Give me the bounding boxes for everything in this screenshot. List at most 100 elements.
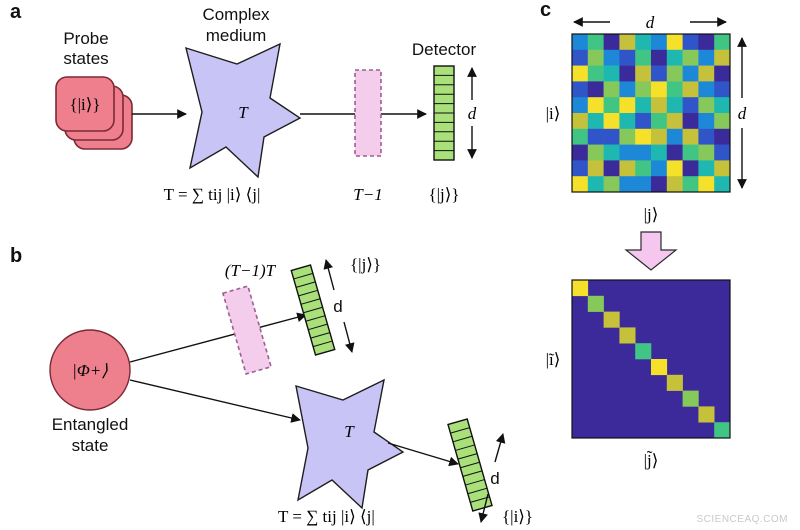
matrix-cell — [587, 34, 604, 51]
inverse-label-a: T−1 — [353, 185, 382, 204]
matrix-cell — [666, 144, 683, 161]
matrix-cell — [682, 113, 699, 130]
matrix-cell — [714, 144, 731, 161]
matrix-cell — [619, 160, 636, 177]
matrix-cell — [603, 65, 620, 82]
medium-symbol-b: T — [344, 422, 355, 441]
matrix-cell — [572, 128, 589, 145]
matrix-cell — [603, 97, 620, 114]
entangled-label-line2: state — [72, 436, 109, 455]
matrix-cell — [714, 113, 731, 130]
output-state-b-upper: {|j⟩} — [350, 255, 381, 274]
medium-label-line2: medium — [206, 26, 266, 45]
matrix-cell — [698, 128, 715, 145]
matrix-cell — [651, 97, 668, 114]
dimension-label-b-lower: d — [490, 469, 499, 488]
matrix-cell — [682, 160, 699, 177]
matrix-cell — [635, 97, 652, 114]
matrix-cell — [572, 65, 589, 82]
panel-a-label: a — [10, 1, 22, 23]
matrix-cell — [651, 160, 668, 177]
matrix-cell — [698, 160, 715, 177]
diagonal-cell — [651, 359, 668, 376]
complex-medium-shape-b — [295, 378, 405, 510]
matrix-cell — [635, 34, 652, 51]
entangled-label-line1: Entangled — [52, 415, 129, 434]
matrix-cell — [651, 65, 668, 82]
matrix-cell — [572, 176, 589, 193]
matrix-cell — [635, 176, 652, 193]
matrix-cell — [666, 97, 683, 114]
matrix-cell — [603, 113, 620, 130]
matrix-cell — [587, 49, 604, 66]
matrix-cell — [651, 128, 668, 145]
matrix-cell — [587, 97, 604, 114]
panel-b-label: b — [10, 245, 22, 267]
dimension-label-b-upper: d — [333, 297, 342, 316]
arrow-state-to-upper-detector — [129, 312, 307, 363]
matrix-cell — [651, 34, 668, 51]
detector-label: Detector — [412, 40, 477, 59]
matrix-cell — [619, 176, 636, 193]
matrix-cell — [698, 49, 715, 66]
matrix-cell — [651, 49, 668, 66]
matrix-cell — [587, 81, 604, 98]
matrix-cell — [587, 176, 604, 193]
matrix-cell — [572, 97, 589, 114]
matrix-cell — [698, 97, 715, 114]
matrix-cell — [651, 113, 668, 130]
matrix-cell — [666, 113, 683, 130]
matrix-cell — [572, 160, 589, 177]
down-arrow-shape — [624, 231, 678, 271]
matrix-cell — [603, 176, 620, 193]
matrix-cell — [603, 128, 620, 145]
equation-a: T = ∑ tij |i⟩ ⟨j| — [164, 185, 261, 204]
matrix-cell — [587, 113, 604, 130]
panel-c-label: c — [540, 0, 551, 21]
matrix-cell — [666, 160, 683, 177]
corrected-matrix-heatmap — [572, 280, 731, 439]
arrow-medium-to-lower-detector — [387, 442, 459, 467]
row-label: |i⟩ — [546, 104, 561, 123]
matrix-cell — [635, 65, 652, 82]
equation-b: T = ∑ tij |i⟩ ⟨j| — [278, 507, 375, 526]
matrix-cell — [603, 144, 620, 161]
diagonal-cell — [587, 295, 604, 312]
matrix-cell — [698, 176, 715, 193]
detector-array-b-lower — [447, 418, 493, 512]
matrix-cell — [666, 34, 683, 51]
matrix-cell — [635, 113, 652, 130]
matrix-cell — [619, 128, 636, 145]
medium-label-line1: Complex — [202, 5, 270, 24]
matrix-cell — [603, 49, 620, 66]
matrix-cell — [714, 81, 731, 98]
matrix-cell — [651, 176, 668, 193]
matrix-cell — [682, 128, 699, 145]
matrix-cell — [619, 49, 636, 66]
matrix-cell — [666, 81, 683, 98]
matrix-cell — [603, 34, 620, 51]
row-label-tilde: |ĩ⟩ — [546, 350, 561, 369]
col-label-tilde: |j̃⟩ — [644, 451, 659, 470]
diagonal-cell — [603, 311, 620, 328]
matrix-cell — [698, 144, 715, 161]
matrix-cell — [619, 144, 636, 161]
transmission-matrix-heatmap — [572, 34, 731, 193]
complex-medium-shape-a — [185, 42, 302, 179]
transpose-filter-b — [221, 285, 273, 375]
inverse-filter-a — [354, 69, 382, 157]
matrix-cell — [682, 65, 699, 82]
matrix-cell — [666, 128, 683, 145]
matrix-cell — [635, 144, 652, 161]
matrix-cell — [714, 65, 731, 82]
diagonal-cell — [714, 422, 731, 439]
transpose-label: (T−1)T — [225, 261, 277, 280]
diagonal-cell — [572, 280, 589, 297]
corrected-matrix-frame — [571, 279, 731, 439]
matrix-cell — [714, 97, 731, 114]
detector-array-a — [433, 65, 455, 161]
matrix-cell — [619, 81, 636, 98]
arrow-state-to-medium-b — [129, 379, 301, 423]
probe-state-symbol: {|i⟩} — [69, 95, 100, 114]
matrix-cell — [572, 144, 589, 161]
